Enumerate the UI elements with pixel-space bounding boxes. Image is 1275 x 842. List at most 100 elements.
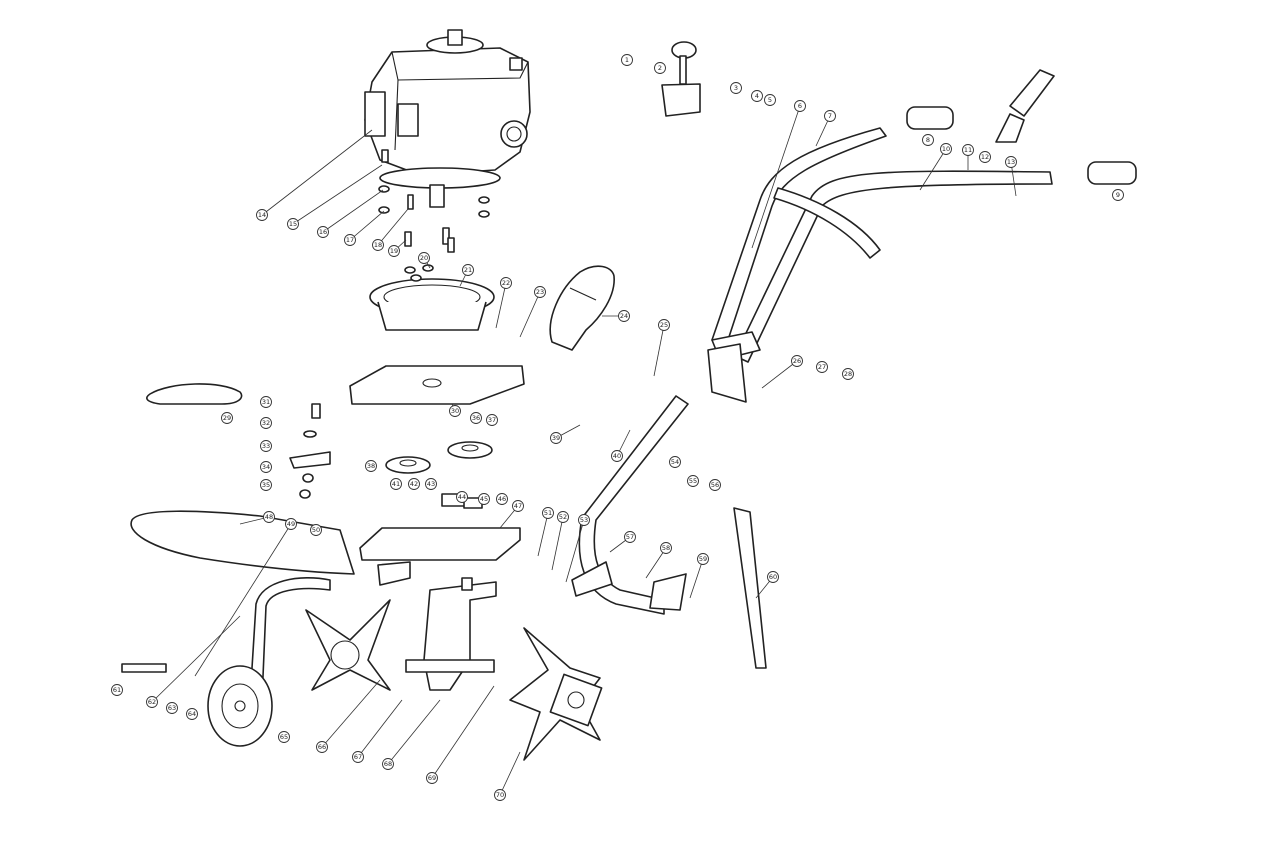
callout-49: 49 xyxy=(285,518,297,530)
callout-number: 32 xyxy=(262,419,270,427)
callout-number: 23 xyxy=(536,288,544,296)
callout-circle xyxy=(496,493,508,505)
callout-46: 46 xyxy=(496,493,508,505)
callout-number: 26 xyxy=(793,357,801,365)
callout-number: 42 xyxy=(410,480,418,488)
control-lever xyxy=(995,69,1055,143)
callout-number: 18 xyxy=(374,241,382,249)
gearbox xyxy=(405,577,497,691)
callout-number: 56 xyxy=(711,481,719,489)
callout-4: 4 xyxy=(751,90,763,102)
callout-circle xyxy=(449,405,461,417)
callout-number: 45 xyxy=(480,495,488,503)
base-plate xyxy=(349,365,525,405)
handle-bar xyxy=(707,127,1053,403)
leader-lines xyxy=(151,105,1017,796)
callout-circle xyxy=(962,144,974,156)
callout-circle xyxy=(660,542,672,554)
callout-27: 27 xyxy=(816,361,828,373)
callout-circle xyxy=(111,684,123,696)
callout-24: 24 xyxy=(618,310,630,322)
callout-circle xyxy=(512,500,524,512)
callout-circle xyxy=(470,412,482,424)
callout-number: 35 xyxy=(262,481,270,489)
callout-circle xyxy=(794,100,806,112)
callout-12: 12 xyxy=(979,151,991,163)
callout-21: 21 xyxy=(462,264,474,276)
tension-bracket xyxy=(289,403,331,499)
transport-wheel xyxy=(121,577,331,747)
callout-number: 19 xyxy=(390,247,398,255)
callout-number: 27 xyxy=(818,363,826,371)
callout-circle xyxy=(621,54,633,66)
callout-circle xyxy=(687,475,699,487)
callout-50: 50 xyxy=(310,524,322,536)
callout-number: 14 xyxy=(258,211,266,219)
callout-17: 17 xyxy=(344,234,356,246)
callout-15: 15 xyxy=(287,218,299,230)
callout-circle xyxy=(940,143,952,155)
callout-circle xyxy=(390,478,402,490)
callout-circle xyxy=(578,514,590,526)
callout-circle xyxy=(494,789,506,801)
callout-number: 44 xyxy=(458,493,466,501)
callout-circle xyxy=(462,264,474,276)
callout-number: 43 xyxy=(427,480,435,488)
callout-5: 5 xyxy=(764,94,776,106)
tine-assembly-right xyxy=(509,627,603,761)
callout-circle xyxy=(824,110,836,122)
callout-circle xyxy=(166,702,178,714)
callout-number: 17 xyxy=(346,236,354,244)
callout-45: 45 xyxy=(478,493,490,505)
callout-circle xyxy=(352,751,364,763)
callout-7: 7 xyxy=(824,110,836,122)
callout-number: 21 xyxy=(464,266,472,274)
callout-number: 69 xyxy=(428,774,436,782)
callout-number: 38 xyxy=(367,462,375,470)
belt-cover xyxy=(549,265,615,351)
callout-30: 30 xyxy=(449,405,461,417)
callout-number: 3 xyxy=(734,84,738,92)
callout-circle xyxy=(611,450,623,462)
callout-number: 68 xyxy=(384,760,392,768)
callout-circle xyxy=(478,493,490,505)
callout-circle xyxy=(709,479,721,491)
callout-48: 48 xyxy=(263,511,275,523)
callout-circle xyxy=(344,234,356,246)
callout-circle xyxy=(1112,189,1124,201)
callout-circle xyxy=(791,355,803,367)
callout-59: 59 xyxy=(697,553,709,565)
callout-56: 56 xyxy=(709,479,721,491)
callout-11: 11 xyxy=(962,144,974,156)
callout-52: 52 xyxy=(557,511,569,523)
callout-circle xyxy=(1005,156,1017,168)
callout-circle xyxy=(372,239,384,251)
callout-number: 7 xyxy=(828,112,832,120)
callout-70: 70 xyxy=(494,789,506,801)
callout-circle xyxy=(542,507,554,519)
callout-10: 10 xyxy=(940,143,952,155)
throttle-lever xyxy=(661,41,701,117)
callout-number: 55 xyxy=(689,477,697,485)
callout-circle xyxy=(624,531,636,543)
callout-number: 39 xyxy=(552,434,560,442)
callout-circle xyxy=(456,491,468,503)
tine-shield xyxy=(130,510,355,575)
callout-circle xyxy=(764,94,776,106)
tine-assembly-left xyxy=(305,599,391,691)
callout-number: 46 xyxy=(498,495,506,503)
callout-circle xyxy=(550,432,562,444)
callout-8: 8 xyxy=(922,134,934,146)
callout-circle xyxy=(658,319,670,331)
callout-69: 69 xyxy=(426,772,438,784)
callout-22: 22 xyxy=(500,277,512,289)
callout-number: 2 xyxy=(658,64,662,72)
callout-number: 30 xyxy=(451,407,459,415)
callout-circle xyxy=(146,696,158,708)
callout-circle xyxy=(730,82,742,94)
handle-grips xyxy=(906,106,1137,185)
callout-41: 41 xyxy=(390,478,402,490)
callout-circle xyxy=(767,571,779,583)
callout-number: 24 xyxy=(620,312,628,320)
